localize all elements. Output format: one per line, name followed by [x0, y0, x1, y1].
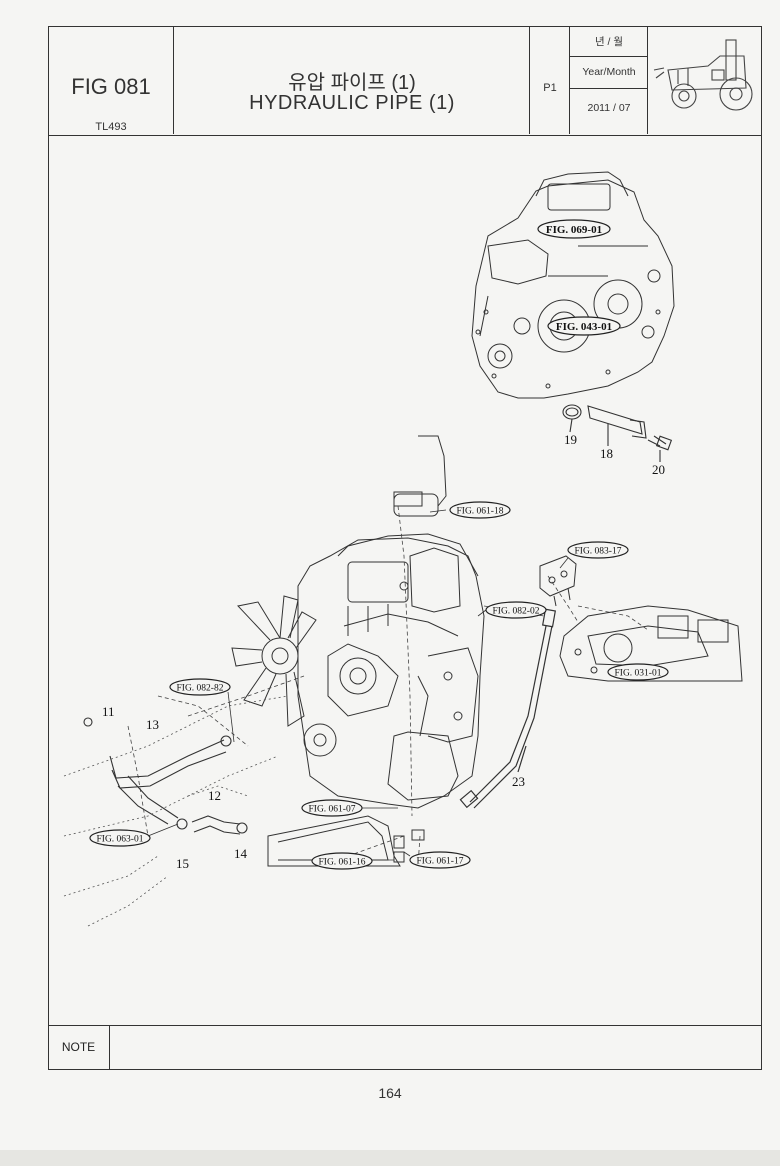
page-cell: P1	[530, 26, 570, 134]
valve-block	[539, 555, 577, 607]
model-code: TL493	[95, 121, 127, 133]
svg-text:FIG. 069-01: FIG. 069-01	[546, 224, 602, 236]
part-number-18: 18	[600, 446, 613, 461]
part-number-19: 19	[564, 432, 577, 447]
hydraulic-hose-23	[459, 608, 557, 809]
svg-text:FIG. 031-01: FIG. 031-01	[615, 669, 662, 679]
tractor-logo-cell	[648, 26, 760, 134]
svg-text:FIG. 061-16: FIG. 061-16	[319, 858, 366, 868]
part-number-14: 14	[234, 846, 248, 861]
note-section: NOTE	[48, 1025, 762, 1070]
date-divider	[570, 56, 648, 57]
svg-text:FIG. 082-02: FIG. 082-02	[493, 607, 540, 617]
figure-number-cell: FIG 081 TL493	[48, 26, 174, 134]
svg-text:FIG. 063-01: FIG. 063-01	[97, 835, 144, 845]
date-divider	[570, 88, 648, 89]
page-code: P1	[543, 82, 557, 94]
ref-callout-031-01: FIG. 031-01	[607, 663, 669, 681]
engine-illustration	[297, 435, 485, 809]
svg-text:FIG. 061-17: FIG. 061-17	[417, 857, 464, 867]
svg-text:FIG. 082-82: FIG. 082-82	[177, 684, 224, 694]
svg-text:FIG. 083-17: FIG. 083-17	[575, 547, 622, 557]
title-english: HYDRAULIC PIPE (1)	[249, 92, 455, 114]
svg-text:FIG. 043-01: FIG. 043-01	[556, 321, 612, 333]
title-cell: 유압 파이프 (1) HYDRAULIC PIPE (1)	[174, 26, 530, 134]
part-number-12: 12	[208, 788, 221, 803]
header-block: FIG 081 TL493 유압 파이프 (1) HYDRAULIC PIPE …	[48, 26, 762, 136]
part-number-20: 20	[652, 462, 665, 477]
date-label-english: Year/Month	[582, 66, 636, 78]
part-number-15: 15	[176, 856, 189, 871]
part-number-13: 13	[146, 717, 159, 732]
page-number: 164	[378, 1085, 402, 1101]
part-number-23: 23	[512, 774, 525, 789]
page-frame	[48, 26, 762, 1070]
ref-callout-061-07: FIG. 061-07	[301, 799, 363, 817]
svg-text:FIG. 061-18: FIG. 061-18	[457, 507, 504, 517]
ref-callout-063-01: FIG. 063-01	[89, 829, 151, 847]
ref-callout-061-17: FIG. 061-17	[409, 851, 471, 869]
hose-13-and-12	[83, 717, 248, 835]
figure-number: FIG 081	[71, 74, 151, 99]
pipe-assembly-18-19-20	[562, 404, 673, 462]
reference-callouts: FIG. 069-01 FIG. 043-01 FIG. 061-18 FIG.…	[89, 219, 669, 870]
ref-callout-069-01: FIG. 069-01	[537, 219, 611, 239]
ref-callout-061-16: FIG. 061-16	[311, 852, 373, 870]
part-number-11: 11	[102, 704, 115, 719]
date-value: 2011 / 07	[587, 102, 631, 114]
scan-bottom-band	[0, 1150, 780, 1166]
ref-callout-082-82: FIG. 082-82	[169, 678, 231, 696]
part-number-labels: 19 18 20 11 13 12 14 15 23	[102, 432, 665, 871]
exploded-parts-diagram: FIG. 069-01 FIG. 043-01 FIG. 061-18 FIG.…	[63, 171, 743, 927]
tractor-icon	[653, 39, 753, 111]
date-label-korean: 년 / 월	[594, 36, 624, 48]
date-cell: 년 / 월 Year/Month 2011 / 07	[570, 26, 648, 134]
chassis-outline	[63, 695, 289, 927]
ref-callout-043-01: FIG. 043-01	[547, 316, 621, 336]
title-korean: 유압 파이프 (1)	[288, 72, 416, 94]
callout-leader-lines	[147, 509, 569, 861]
ref-callout-082-02: FIG. 082-02	[485, 601, 547, 619]
svg-text:FIG. 061-07: FIG. 061-07	[309, 805, 356, 815]
note-label: NOTE	[48, 1026, 110, 1069]
cooling-fan-illustration	[231, 595, 317, 727]
ref-callout-061-18: FIG. 061-18	[449, 501, 511, 519]
ref-callout-083-17: FIG. 083-17	[567, 541, 629, 559]
transmission-housing-illustration	[471, 171, 675, 399]
